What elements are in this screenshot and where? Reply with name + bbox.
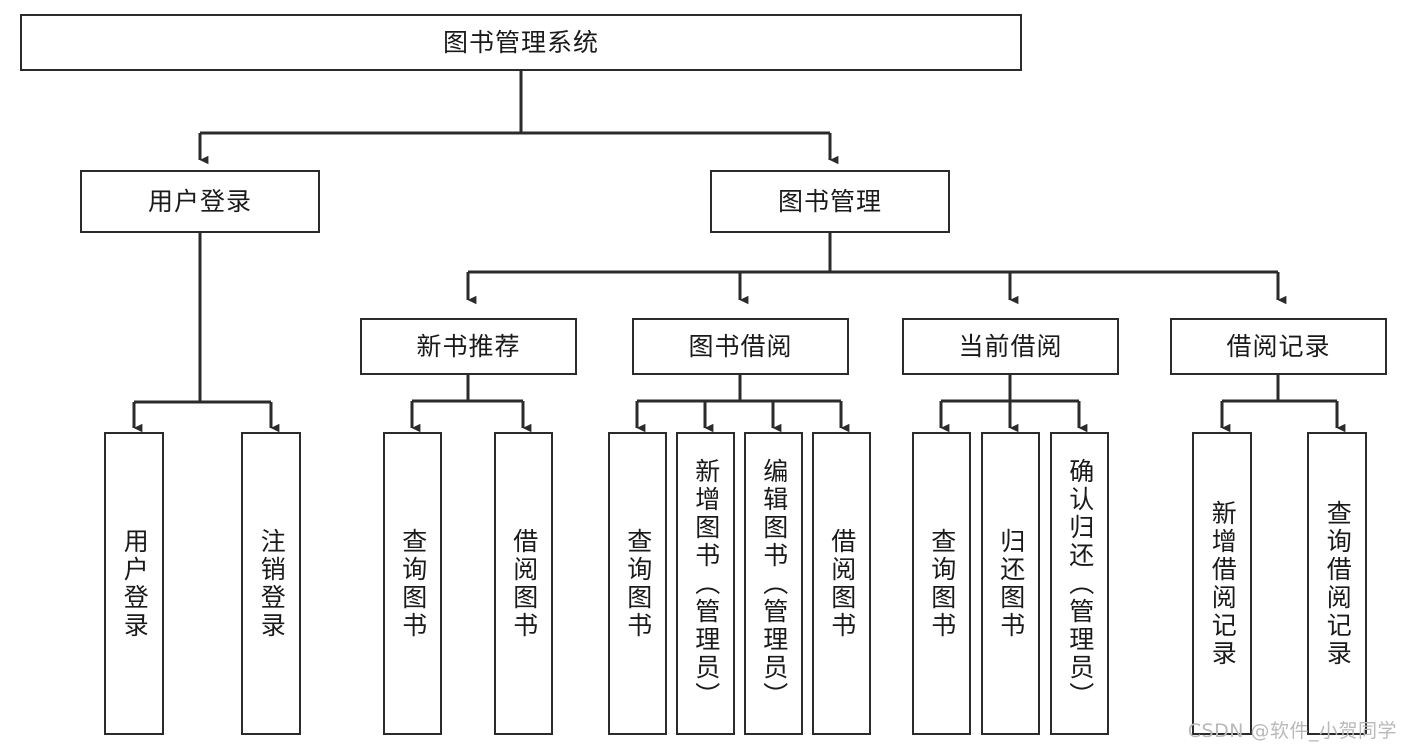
leaf-current-borrow-confirm-label: 确认归还（管理员） — [1065, 457, 1095, 710]
node-new-book-recommend[interactable]: 新书推荐 — [360, 318, 577, 375]
leaf-book-borrow-borrow-label: 借阅图书 — [827, 527, 857, 640]
leaf-user-login-login-label: 用户登录 — [120, 527, 150, 640]
node-user-login-label: 用户登录 — [147, 186, 252, 216]
csdn-watermark: CSDN @软件_小贺同学 — [1187, 720, 1397, 742]
leaf-borrow-record-query[interactable]: 查询借阅记录 — [1307, 432, 1367, 735]
node-root-system[interactable]: 图书管理系统 — [20, 14, 1022, 71]
node-book-borrow[interactable]: 图书借阅 — [632, 318, 849, 375]
leaf-book-borrow-edit[interactable]: 编辑图书（管理员） — [744, 432, 803, 735]
node-new-book-recommend-label: 新书推荐 — [416, 331, 521, 361]
leaf-book-borrow-borrow[interactable]: 借阅图书 — [812, 432, 871, 735]
leaf-current-borrow-return[interactable]: 归还图书 — [981, 432, 1040, 735]
leaf-new-book-borrow[interactable]: 借阅图书 — [494, 432, 553, 735]
node-book-borrow-label: 图书借阅 — [688, 331, 793, 361]
leaf-user-login-logout[interactable]: 注销登录 — [241, 432, 301, 735]
leaf-book-borrow-add[interactable]: 新增图书（管理员） — [676, 432, 735, 735]
node-book-manage-label: 图书管理 — [777, 186, 882, 216]
leaf-current-borrow-return-label: 归还图书 — [996, 527, 1026, 640]
node-root-system-label: 图书管理系统 — [442, 27, 599, 57]
leaf-current-borrow-query-label: 查询图书 — [927, 527, 957, 640]
leaf-book-borrow-add-label: 新增图书（管理员） — [691, 457, 721, 710]
leaf-new-book-query-label: 查询图书 — [398, 527, 428, 640]
node-current-borrow-label: 当前借阅 — [958, 331, 1063, 361]
leaf-new-book-borrow-label: 借阅图书 — [509, 527, 539, 640]
leaf-new-book-query[interactable]: 查询图书 — [383, 432, 442, 735]
leaf-current-borrow-confirm[interactable]: 确认归还（管理员） — [1050, 432, 1109, 735]
leaf-current-borrow-query[interactable]: 查询图书 — [912, 432, 971, 735]
leaf-user-login-login[interactable]: 用户登录 — [104, 432, 164, 735]
node-user-login[interactable]: 用户登录 — [80, 170, 320, 233]
leaf-borrow-record-add-label: 新增借阅记录 — [1208, 499, 1238, 668]
leaf-book-borrow-edit-label: 编辑图书（管理员） — [759, 457, 789, 710]
node-current-borrow[interactable]: 当前借阅 — [902, 318, 1119, 375]
leaf-user-login-logout-label: 注销登录 — [257, 527, 287, 640]
leaf-book-borrow-query-label: 查询图书 — [623, 527, 653, 640]
node-book-manage[interactable]: 图书管理 — [710, 170, 950, 233]
node-borrow-record[interactable]: 借阅记录 — [1170, 318, 1387, 375]
leaf-book-borrow-query[interactable]: 查询图书 — [608, 432, 667, 735]
node-borrow-record-label: 借阅记录 — [1226, 331, 1331, 361]
leaf-borrow-record-add[interactable]: 新增借阅记录 — [1192, 432, 1252, 735]
leaf-borrow-record-query-label: 查询借阅记录 — [1323, 499, 1353, 668]
